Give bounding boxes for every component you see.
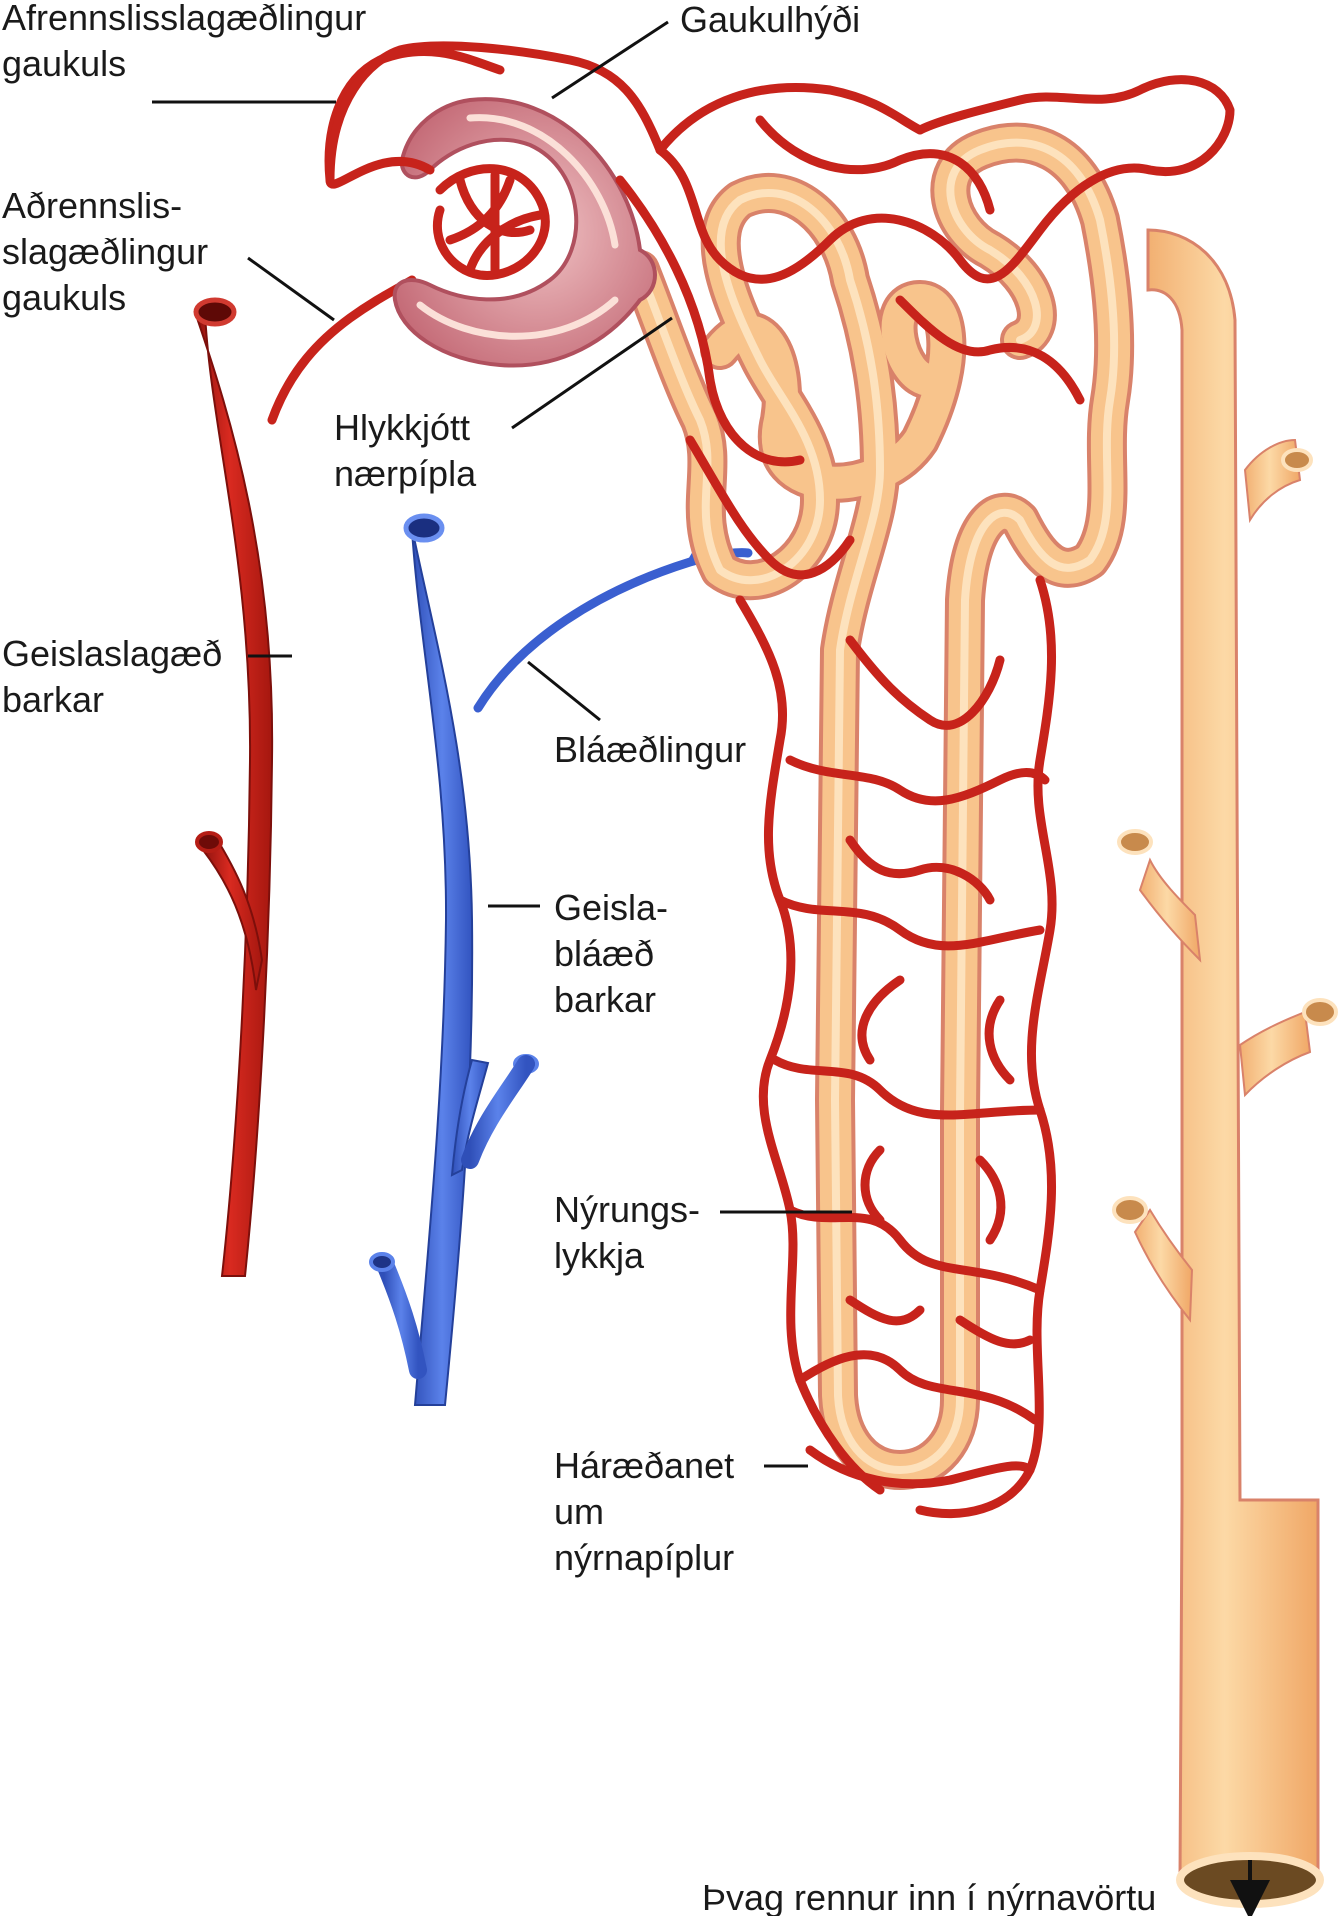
labels: Afrennslisslagæðlingur gaukuls Gaukulhýð…	[2, 0, 1270, 1916]
leader-venule	[527, 660, 601, 722]
cortical-radiate-artery	[193, 297, 274, 1277]
nephron-tubule	[620, 122, 1135, 1490]
efferent-arteriole	[324, 41, 925, 189]
label-proximal-tubule-line1: Hlykkjótt	[334, 407, 470, 448]
label-cortical-radiate-vein-line3: barkar	[554, 979, 656, 1020]
label-afferent-arteriole-line3: gaukuls	[2, 277, 126, 318]
label-afferent-arteriole-line2: slagæðlingur	[2, 231, 208, 272]
peritubular-capillaries	[615, 75, 1235, 1519]
label-nephron-loop-line1: Nýrungs-	[554, 1189, 700, 1230]
label-peritubular-capillaries-line3: nýrnapíplur	[554, 1537, 734, 1578]
label-peritubular-capillaries-line1: Háræðanet	[554, 1445, 734, 1486]
label-peritubular-capillaries-line2: um	[554, 1491, 604, 1532]
leader-proximal-tubule	[511, 316, 673, 430]
collecting-duct	[1112, 228, 1338, 1908]
glomerular-capsule	[392, 97, 657, 368]
label-urine-flow: Þvag rennur inn í nýrnavörtu	[702, 1877, 1156, 1916]
afferent-arteriole	[267, 275, 417, 425]
label-proximal-tubule-line2: nærpípla	[334, 453, 477, 494]
label-glomerular-capsule: Gaukulhýði	[680, 0, 860, 40]
label-efferent-arteriole-line1: Afrennslisslagæðlingur	[2, 0, 366, 38]
label-cortical-radiate-artery-line1: Geislaslagæð	[2, 633, 222, 674]
label-efferent-arteriole-line2: gaukuls	[2, 43, 126, 84]
leader-glomerular-capsule	[551, 20, 669, 100]
label-cortical-radiate-artery-line2: barkar	[2, 679, 104, 720]
label-cortical-radiate-vein-line2: bláæð	[554, 933, 654, 974]
leader-afferent-arteriole	[247, 256, 335, 322]
label-afferent-arteriole-line1: Aðrennslis-	[2, 185, 182, 226]
label-venule: Bláæðlingur	[554, 729, 746, 770]
label-cortical-radiate-vein-line1: Geisla-	[554, 887, 668, 928]
cortical-radiate-vein	[369, 513, 539, 1406]
label-nephron-loop-line2: lykkja	[554, 1235, 645, 1276]
